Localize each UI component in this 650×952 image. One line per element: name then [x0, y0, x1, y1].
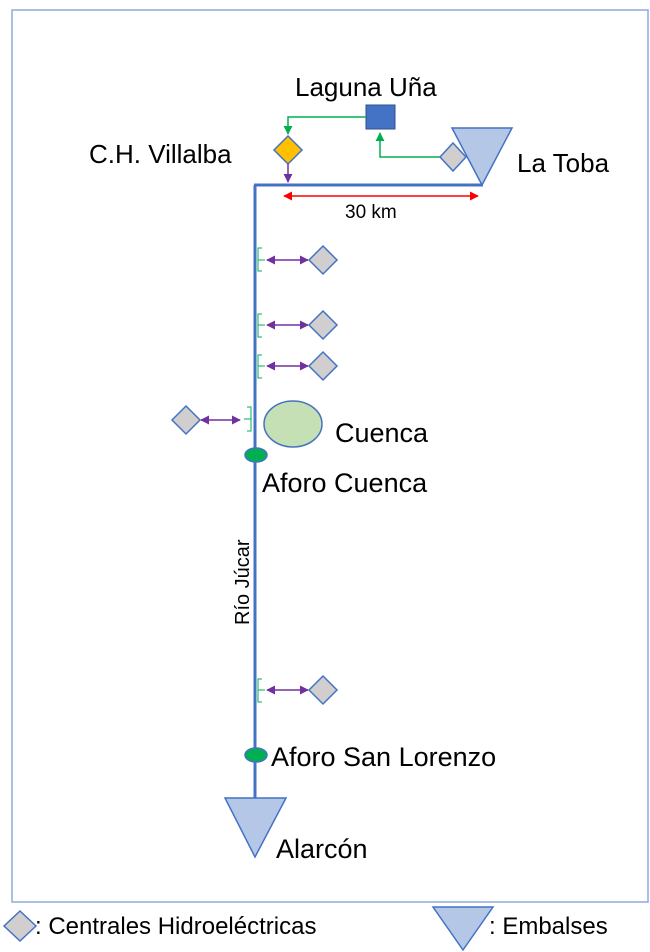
- intake-bracket: [257, 354, 265, 379]
- hydro-diamond-icon: [307, 674, 339, 706]
- hydro-plant-2: [257, 309, 339, 341]
- hydro-plant-1: [257, 244, 339, 276]
- legend-hydro-label: : Centrales Hidroeléctricas: [35, 913, 316, 940]
- hydro-diamond-icon: [307, 309, 339, 341]
- aforo-san-lorenzo-label: Aforo San Lorenzo: [271, 742, 496, 772]
- hydro-plant-4: [257, 674, 339, 706]
- la-toba-hydro-diamond-icon: [438, 141, 468, 173]
- diagram-frame: [11, 9, 649, 903]
- rio-jucar-label: Río Júcar: [232, 539, 254, 625]
- hydro-plant-left: [170, 404, 252, 436]
- cuenca-city-icon: [263, 400, 323, 448]
- intake-bracket: [257, 247, 265, 272]
- hydro-diamond-icon: [307, 350, 339, 382]
- toba-to-laguna-arrow: [375, 132, 440, 158]
- la-toba-reservoir-icon: [450, 127, 514, 187]
- legend-hydro-diamond-icon: [2, 909, 38, 943]
- distance-label: 30 km: [345, 202, 397, 223]
- la-toba-label: La Toba: [517, 148, 610, 178]
- intake-bracket: [244, 406, 252, 432]
- alarcon-label: Alarcón: [276, 834, 368, 864]
- hydro-plant-3: [257, 350, 339, 382]
- legend-reservoir-label: : Embalses: [489, 913, 608, 940]
- cuenca-label: Cuenca: [335, 418, 429, 448]
- alarcon-reservoir-icon: [223, 797, 288, 859]
- laguna-to-villalba-arrow: [283, 116, 366, 135]
- hydro-diamond-icon: [307, 244, 339, 276]
- villalba-label: C.H. Villalba: [89, 139, 232, 169]
- laguna-una-label: Laguna Uña: [295, 72, 437, 102]
- aforo-san-lorenzo-gauge-icon: [244, 747, 268, 763]
- aforo-cuenca-gauge-icon: [244, 447, 268, 463]
- laguna-una-node: [365, 104, 396, 130]
- legend-reservoir-icon: [431, 906, 495, 952]
- aforo-cuenca-label: Aforo Cuenca: [262, 468, 428, 498]
- intake-bracket: [257, 313, 265, 338]
- intake-bracket: [257, 678, 265, 703]
- villalba-diamond-icon: [272, 134, 304, 166]
- hydro-diamond-icon: [170, 404, 202, 436]
- legend: : Centrales Hidroeléctricas : Embalses: [2, 906, 608, 952]
